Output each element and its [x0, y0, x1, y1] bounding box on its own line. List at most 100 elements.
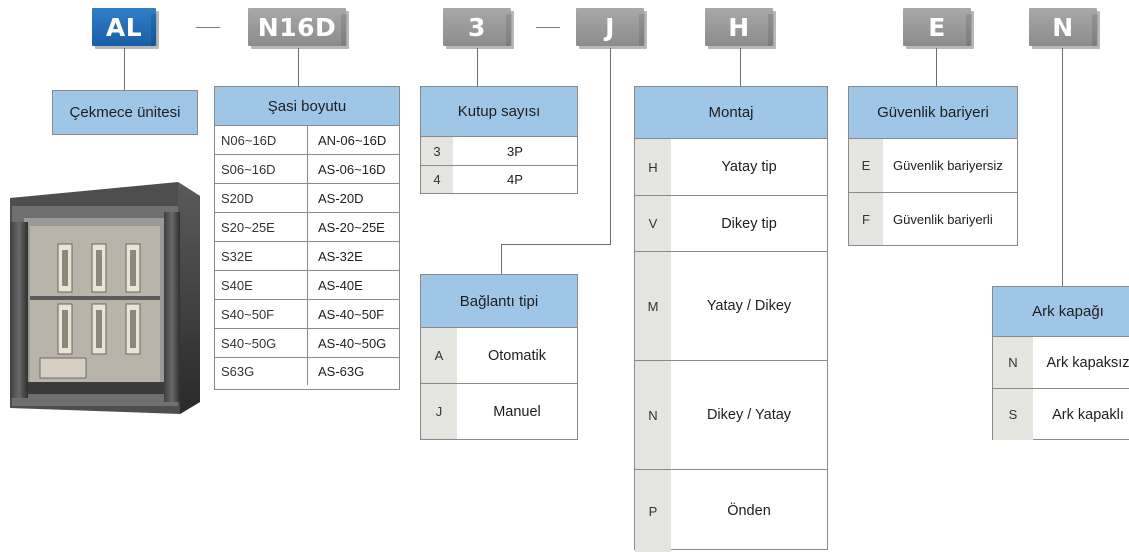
connection-value-cell: Manuel	[493, 403, 541, 420]
arc-cover-title: Ark kapağı	[1032, 303, 1104, 320]
pole-count-title: Kutup sayısı	[457, 103, 541, 120]
arc-cover-code-cell: S	[993, 389, 1033, 440]
chassis-value-cell: AS-40E	[318, 277, 363, 293]
chassis-value-cell: AS-63G	[318, 364, 365, 379]
chassis-code-cell: S40~50F	[215, 300, 308, 328]
mounting-value-cell: Dikey / Yatay	[706, 407, 792, 423]
mounting-code-cell: V	[635, 196, 671, 251]
connection-value-cell: Otomatik	[487, 347, 546, 364]
mounting-header: Montaj	[635, 87, 827, 139]
separator-dash-1	[196, 27, 220, 28]
mounting-code-cell: N	[635, 361, 671, 469]
mounting-code-cell: M	[635, 252, 671, 360]
mounting-code-cell: P	[635, 470, 671, 552]
chassis-code-cell: S20~25E	[215, 213, 308, 241]
chassis-code-cell: S63G	[215, 358, 308, 385]
code-box-h: H	[705, 8, 774, 46]
mounting-value-cell: Önden	[727, 503, 771, 519]
mounting-row: M Yatay / Dikey	[635, 252, 827, 361]
mounting-value-cell: Yatay / Dikey	[706, 298, 792, 314]
mounting-title: Montaj	[708, 104, 754, 121]
connector-j-to-table	[501, 244, 502, 274]
safety-barrier-value-cell: Güvenlik bariyersiz	[893, 158, 1003, 173]
connection-row: A Otomatik	[421, 328, 577, 384]
poles-value-cell: 4P	[507, 172, 523, 187]
mounting-row: P Önden	[635, 470, 827, 552]
mounting-row: H Yatay tip	[635, 139, 827, 196]
mounting-code-cell: H	[635, 139, 671, 195]
code-n-text: N	[1052, 12, 1074, 42]
chassis-code-cell: S40E	[215, 271, 308, 299]
safety-barrier-title: Güvenlik bariyeri	[877, 104, 989, 121]
separator-dash-2	[536, 27, 560, 28]
connector-j-horizontal	[501, 244, 611, 245]
mounting-value-cell: Yatay tip	[721, 159, 777, 175]
connector-n	[1062, 48, 1063, 286]
connector-3	[477, 48, 478, 86]
chassis-row: S40~50F AS-40~50F	[215, 300, 399, 329]
drawer-unit-label: Çekmece ünitesi	[69, 104, 181, 121]
chassis-row: S40E AS-40E	[215, 271, 399, 300]
code-j-text: J	[605, 12, 615, 42]
poles-code-cell: 3	[421, 137, 453, 165]
chassis-row: S20~25E AS-20~25E	[215, 213, 399, 242]
code-box-3: 3	[443, 8, 512, 46]
poles-value-cell: 3P	[507, 143, 523, 159]
chassis-value-cell: AS-32E	[318, 248, 363, 264]
chassis-size-title: Şasi boyutu	[267, 97, 347, 115]
arc-cover-code-cell: N	[993, 337, 1033, 388]
code-box-al: AL	[92, 8, 157, 46]
code-e-text: E	[928, 12, 946, 42]
arc-cover-row: N Ark kapaksız	[993, 337, 1129, 389]
connector-h	[740, 48, 741, 86]
arc-cover-value-cell: Ark kapaklı	[1052, 406, 1124, 423]
code-box-n16d: N16D	[248, 8, 347, 46]
code-box-n: N	[1029, 8, 1098, 46]
arc-cover-value-cell: Ark kapaksız	[1046, 354, 1129, 371]
chassis-value-cell: AS-20~25E	[318, 219, 385, 235]
code-h-text: H	[728, 12, 750, 42]
connection-type-title: Bağlantı tipi	[459, 292, 539, 310]
connector-j-down	[610, 48, 611, 244]
chassis-code-cell: N06~16D	[215, 126, 308, 154]
mounting-row: V Dikey tip	[635, 196, 827, 252]
poles-row: 3 3P	[421, 137, 577, 166]
chassis-code-cell: S06~16D	[215, 155, 308, 183]
connection-type-header: Bağlantı tipi	[421, 275, 577, 328]
drawer-unit-label-box: Çekmece ünitesi	[52, 90, 198, 135]
connection-code-cell: A	[421, 328, 457, 383]
mounting-value-cell: Dikey tip	[721, 215, 777, 232]
chassis-value-cell: AS-06~16D	[318, 161, 386, 177]
connector-al	[124, 48, 125, 90]
chassis-value-cell: AS-40~50F	[318, 306, 385, 322]
safety-barrier-value-cell: Güvenlik bariyerli	[893, 211, 993, 227]
chassis-size-header: Şasi boyutu	[215, 87, 399, 126]
code-n16d-text: N16D	[257, 12, 337, 42]
code-box-j: J	[576, 8, 645, 46]
connector-e	[936, 48, 937, 86]
connector-n16d	[298, 48, 299, 86]
chassis-value-cell: AS-20D	[318, 190, 364, 206]
chassis-code-cell: S40~50G	[215, 329, 308, 357]
chassis-row: S63G AS-63G	[215, 358, 399, 385]
